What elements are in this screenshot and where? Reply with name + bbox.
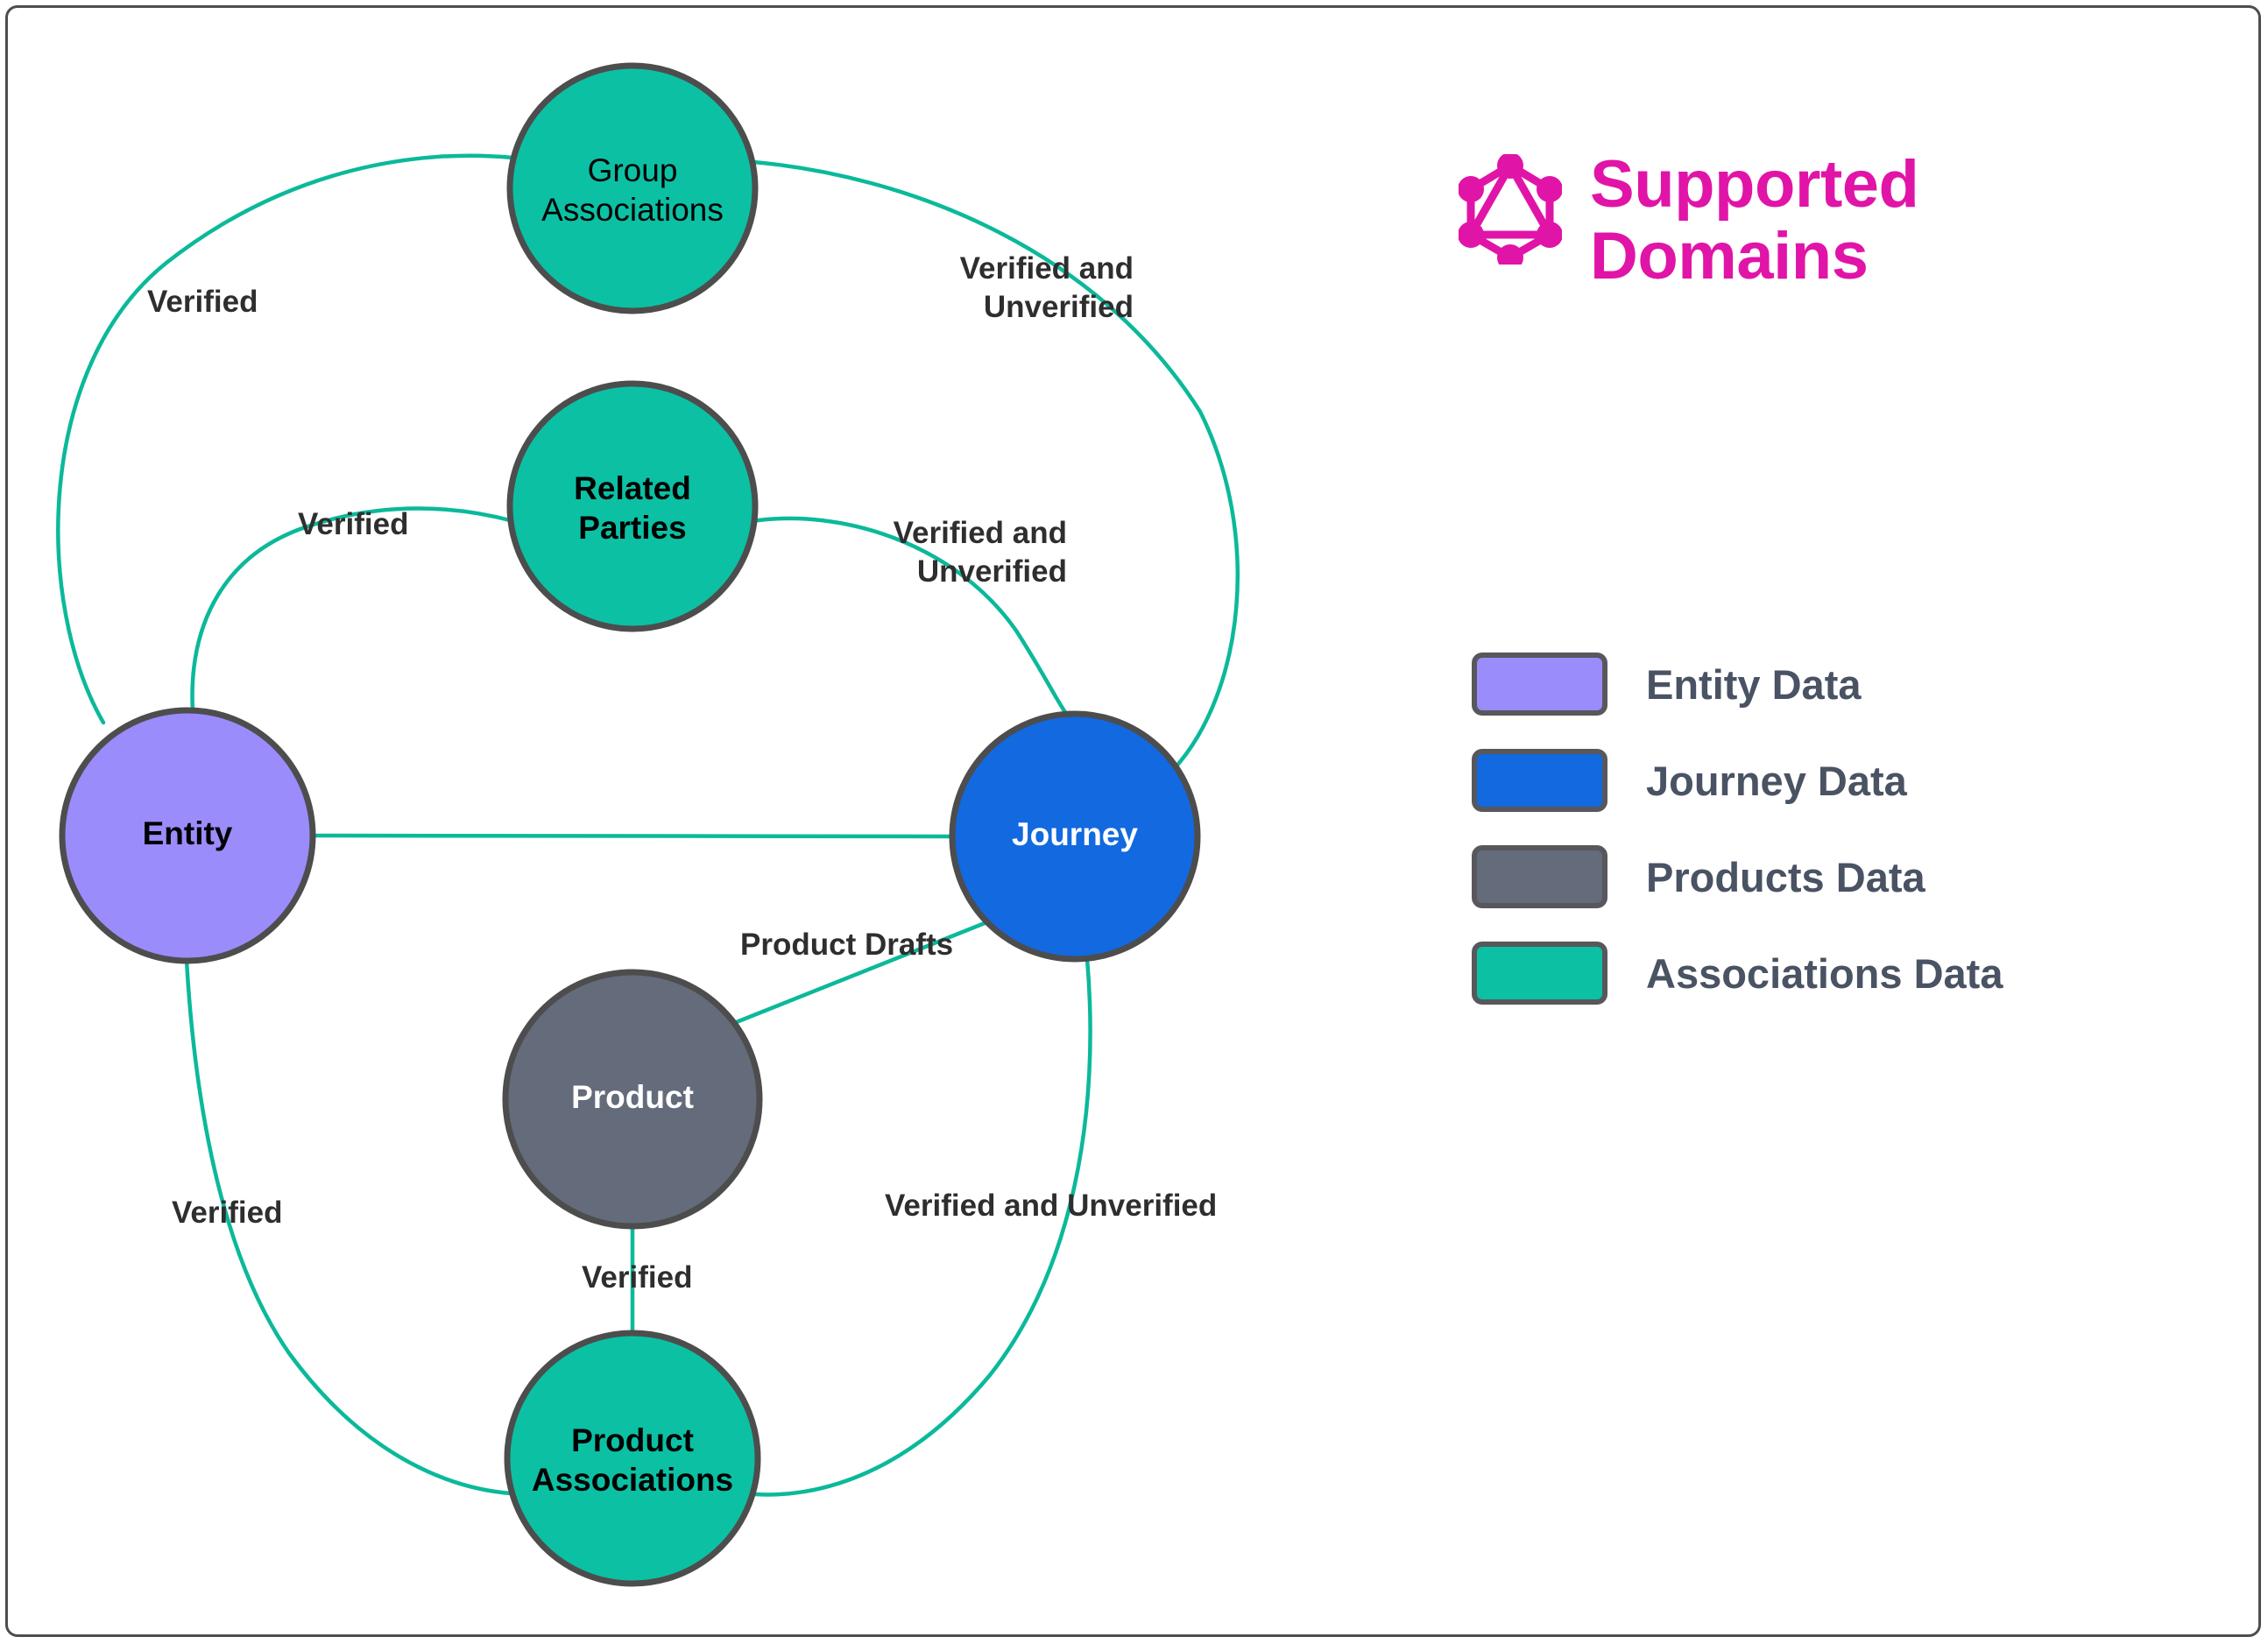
legend-item-0: Entity Data [1472, 653, 2003, 716]
edge-entity-product_associations [184, 958, 513, 1496]
graphql-logo-icon [1458, 152, 1563, 271]
legend-label-1: Journey Data [1646, 757, 1907, 804]
node-circle-product [502, 969, 763, 1230]
edge-group_associations-journey [751, 159, 1240, 772]
edge-label-product-product_associations: Verified [582, 1260, 692, 1295]
edge-label-entity-product_associations: Verified [172, 1196, 282, 1230]
legend-swatch-3 [1472, 942, 1607, 1005]
node-label-journey: Journey [1012, 816, 1138, 852]
legend-swatch-0 [1472, 653, 1607, 716]
edge-label-entity-group_associations: Verified [147, 285, 258, 319]
edge-label-journey-product_associations: Verified and Unverified [885, 1189, 1217, 1223]
title-row: Supported Domains [1458, 147, 2186, 294]
edge-label-product-journey: Product Drafts [740, 928, 953, 962]
node-product[interactable]: Product [502, 969, 763, 1230]
node-label-entity: Entity [143, 815, 233, 851]
edge-journey-product_associations [752, 956, 1092, 1497]
node-circle-group_associations [506, 62, 759, 314]
legend-item-1: Journey Data [1472, 749, 2003, 812]
edge-entity-related_parties [190, 506, 516, 714]
legend-item-2: Products Data [1472, 845, 2003, 908]
legend-swatch-2 [1472, 845, 1607, 908]
side-panel: Supported Domains [1458, 147, 2186, 294]
panel-title: Supported Domains [1590, 147, 1919, 294]
edge-related_parties-journey [749, 516, 1075, 719]
node-label-product: Product [571, 1079, 694, 1115]
legend-swatch-1 [1472, 749, 1607, 812]
edges-layer [56, 153, 1240, 1497]
edge-entity-group_associations [56, 153, 515, 725]
legend-label-0: Entity Data [1646, 660, 1862, 708]
edge-label-entity-related_parties: Verified [298, 507, 408, 541]
node-circle-entity [59, 707, 316, 964]
edge-product-journey [731, 919, 992, 1026]
node-circle-related_parties [506, 380, 759, 632]
legend-label-3: Associations Data [1646, 949, 2003, 997]
legend-item-3: Associations Data [1472, 942, 2003, 1005]
node-circle-product_associations [504, 1330, 761, 1587]
legend-label-2: Products Data [1646, 853, 1925, 900]
node-entity[interactable]: Entity [59, 707, 316, 964]
node-journey[interactable]: Journey [949, 710, 1201, 963]
node-circle-journey [949, 710, 1201, 963]
